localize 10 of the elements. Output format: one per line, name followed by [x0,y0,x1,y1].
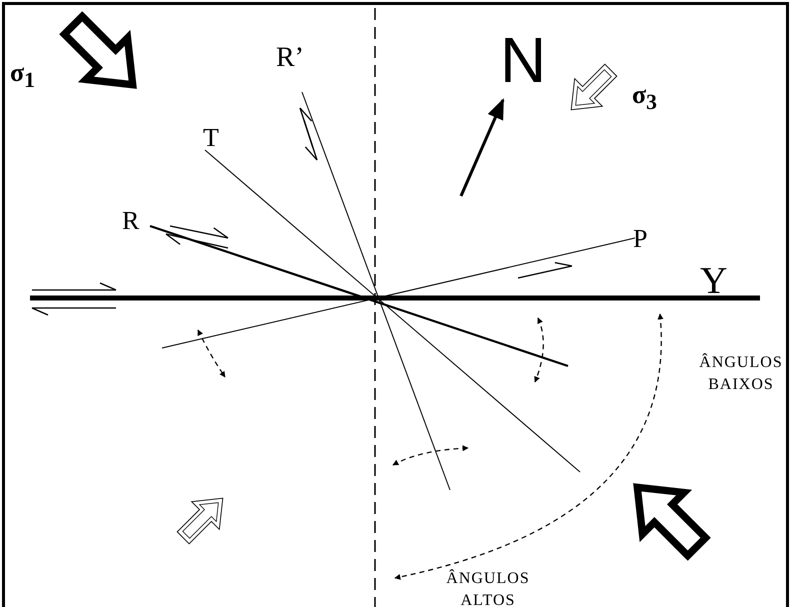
north-label: N [500,28,546,92]
stress-label: σ$_{3}$ [632,82,657,114]
line-label: Y [700,262,728,300]
line-label: P [633,226,648,252]
line-label: R [122,208,140,234]
angle-label: ÂNGULOS BAIXOS [698,352,784,396]
line-label: R’ [276,44,304,72]
stress-label: σ$_{1}$ [10,60,35,92]
line-label: T [203,125,219,151]
angle-label: ÂNGULOS ALTOS [445,568,531,607]
